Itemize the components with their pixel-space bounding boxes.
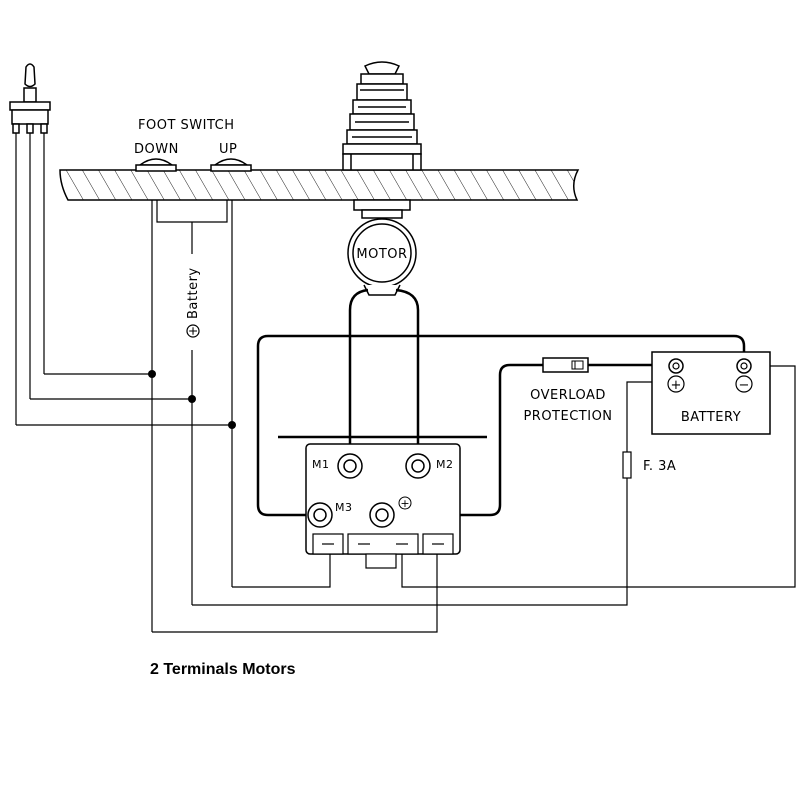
battery-positive-terminal-label: +: [671, 378, 682, 393]
m1-label: M1: [312, 458, 330, 471]
windlass-icon: [342, 61, 422, 171]
overload-label-line2: PROTECTION: [523, 409, 612, 424]
overload-label-line1: OVERLOAD: [530, 388, 606, 403]
terminal-m2: [405, 453, 431, 479]
junction-dots: [148, 370, 236, 429]
fuse-label: F. 3A: [643, 459, 676, 474]
foot-switch-down-label: DOWN: [134, 142, 179, 157]
thin-wires: [15, 133, 796, 633]
foot-switch-up-label: UP: [219, 142, 237, 157]
diagram-caption: 2 Terminals Motors: [150, 661, 296, 678]
battery-positive-symbol: +: [186, 326, 200, 336]
foot-switch-down: [135, 158, 177, 172]
battery-box: + − BATTERY: [651, 351, 771, 435]
motor-label: MOTOR: [356, 247, 407, 262]
battery-label: BATTERY: [681, 410, 741, 425]
relay-positive-label: +: [400, 497, 409, 510]
battery-negative-terminal-label: −: [739, 378, 750, 393]
toggle-switch-icon: [9, 63, 51, 134]
deck: [59, 169, 580, 201]
motor-icon: MOTOR: [347, 218, 417, 296]
foot-switch-up: [210, 158, 252, 172]
battery-vertical-text: Battery: [186, 267, 201, 319]
battery-vertical-label: + Battery: [186, 267, 201, 338]
terminal-m3: [307, 502, 333, 528]
m2-label: M2: [436, 458, 454, 471]
overload-protection-icon: [542, 357, 589, 373]
windlass-shaft: [353, 199, 411, 219]
m3-label: M3: [335, 501, 353, 514]
foot-switch-label: FOOT SWITCH: [138, 118, 235, 133]
fuse-icon: [622, 451, 632, 479]
terminal-m1: [337, 453, 363, 479]
terminal-positive: +: [369, 496, 412, 528]
